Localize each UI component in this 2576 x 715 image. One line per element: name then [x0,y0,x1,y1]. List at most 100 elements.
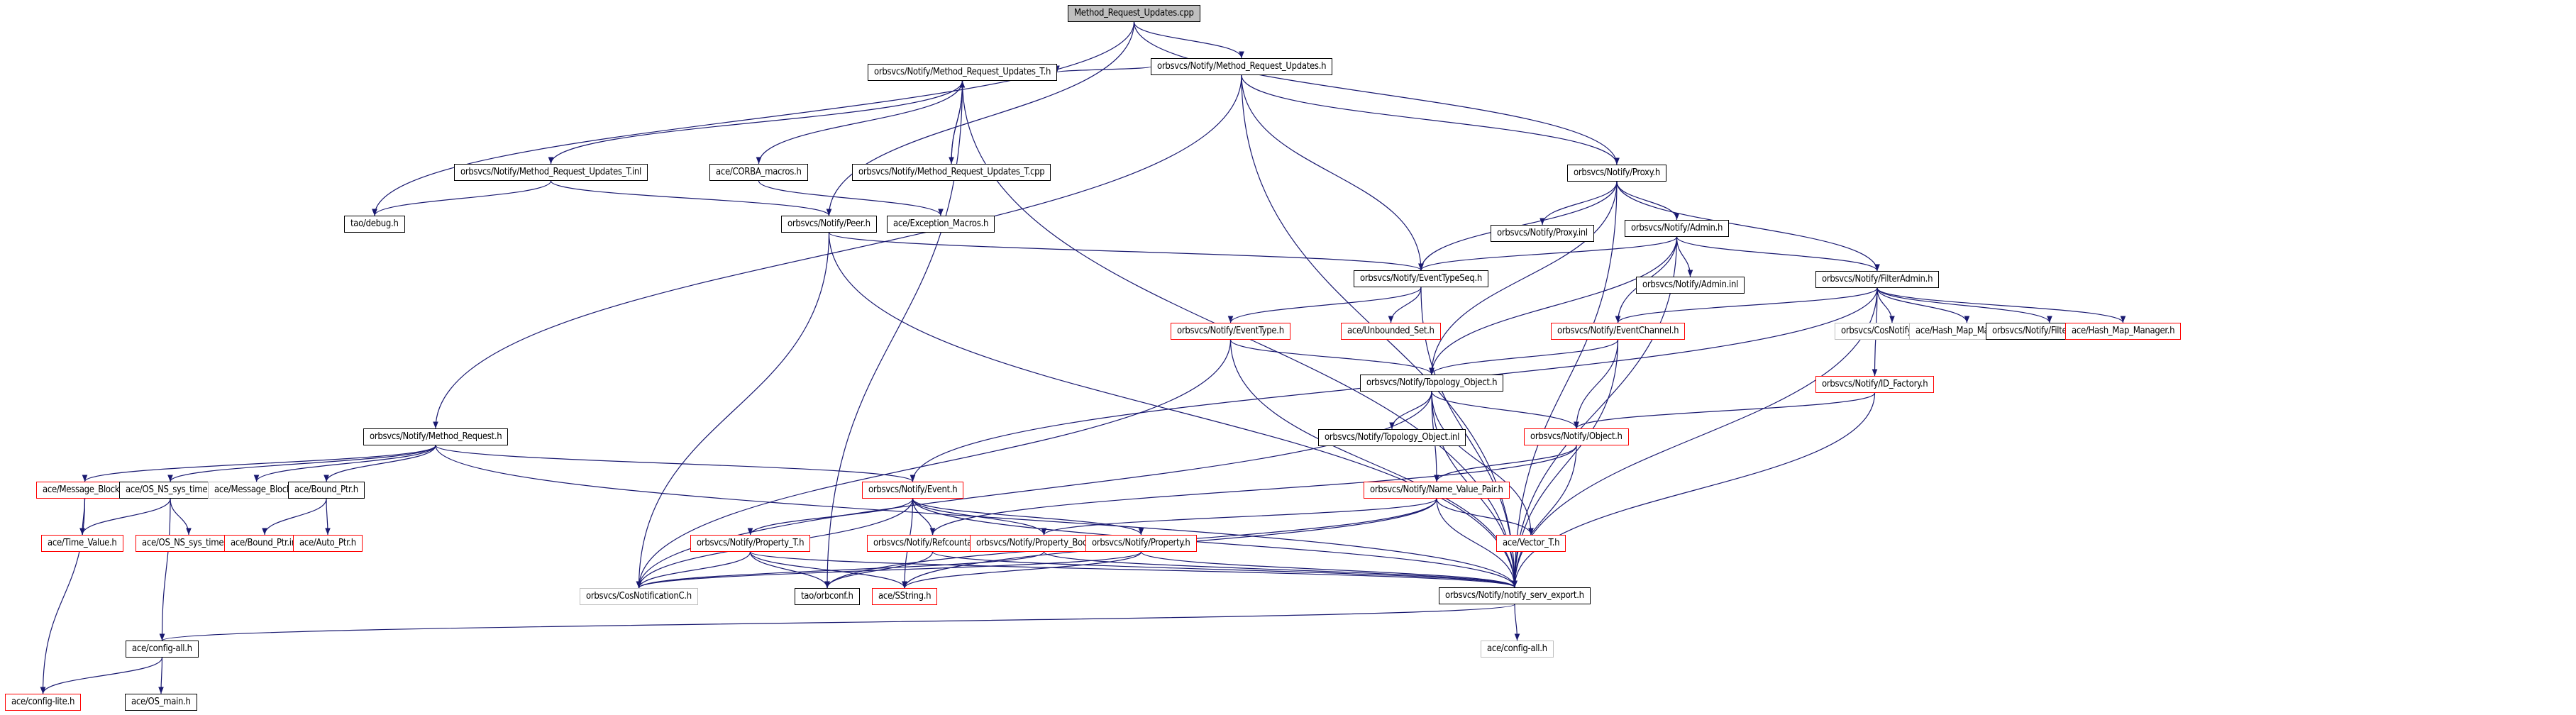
edge-n4-n8 [758,180,944,216]
graph-node[interactable]: orbsvcs/Notify/Property_T.h [690,535,811,552]
edge-n3-n6 [372,180,552,216]
graph-node[interactable]: ace/config-lite.h [5,694,82,711]
edge-n13-n45 [1512,287,1878,588]
graph-node[interactable]: ace/OS_main.h [125,694,197,711]
edge-n25-n45 [1512,445,1577,588]
graph-node[interactable]: ace/Hash_Map_Manager.h [2065,323,2182,340]
edge-n13-n20 [1876,287,2052,323]
graph-node[interactable]: tao/orbconf.h [795,588,860,605]
edge-n46-n49 [158,657,164,694]
edge-n23-n33 [1431,391,1534,536]
graph-node[interactable]: orbsvcs/Notify/Method_Request_Updates.h [1151,58,1333,75]
graph-node[interactable]: orbsvcs/Notify/Name_Value_Pair.h [1364,482,1510,499]
graph-node[interactable]: orbsvcs/Notify/EventTypeSeq.h [1354,270,1488,287]
graph-node[interactable]: orbsvcs/Notify/Object.h [1524,428,1629,445]
edge-n0-n7 [826,21,1135,216]
edge-n45-n46 [160,604,1515,641]
edge-n29-n35 [170,498,192,536]
edge-n11-n13 [1676,236,1880,272]
edge-n23-n24 [1389,391,1432,430]
edge-n3-n7 [550,180,832,216]
graph-node[interactable]: orbsvcs/Notify/EventChannel.h [1551,323,1686,340]
edge-n41-n42 [636,551,1142,589]
edge-n40-n45 [1043,551,1518,588]
edge-n45-n47 [1514,604,1520,641]
graph-node[interactable]: orbsvcs/Notify/Proxy.inl [1491,225,1594,242]
edge-n9-n10 [1539,181,1618,226]
graph-node[interactable]: ace/Unbounded_Set.h [1341,323,1441,340]
edge-n0-n9 [1133,21,1620,165]
edge-n13-n19 [1876,287,1970,323]
graph-node[interactable]: ace/Vector_T.h [1496,535,1566,552]
edge-n15-n23 [1229,339,1435,375]
graph-node[interactable]: Method_Request_Updates.cpp [1068,5,1200,22]
graph-node[interactable]: ace/Bound_Ptr.h [288,482,365,499]
edge-n9-n11 [1616,181,1680,221]
graph-node[interactable]: orbsvcs/Notify/Method_Request.h [363,428,509,445]
edge-n7-n42 [636,232,830,589]
graph-node[interactable]: tao/debug.h [344,216,405,233]
graph-node[interactable]: orbsvcs/CosNotificationC.h [580,588,698,605]
graph-node[interactable]: orbsvcs/Notify/notify_serv_export.h [1439,587,1591,604]
graph-node[interactable]: orbsvcs/Notify/Method_Request_Updates_T.… [852,164,1051,181]
edge-n32-n38 [747,498,914,536]
edge-n26-n28 [82,445,436,482]
edge-n0-n1 [1133,21,1244,59]
edge-n26-n31 [324,445,436,482]
graph-node[interactable]: orbsvcs/Notify/Topology_Object.h [1360,375,1504,392]
graph-node[interactable]: orbsvcs/Notify/Topology_Object.inl [1318,429,1466,446]
edge-n26-n30 [253,445,436,482]
edge-n13-n17 [1615,287,1878,323]
edge-n27-n40 [1041,498,1437,536]
edge-n46-n48 [40,657,163,694]
edge-n28-n48 [40,498,86,694]
edge-n7-n45 [828,232,1518,588]
edge-n41-n44 [902,551,1142,589]
graph-node[interactable]: ace/Auto_Ptr.h [293,535,363,552]
edge-n1-n14 [1241,74,1424,271]
graph-node[interactable]: orbsvcs/Notify/Property.h [1085,535,1197,552]
edge-n32-n39 [912,498,936,536]
edge-n29-n46 [159,498,171,641]
graph-node[interactable]: orbsvcs/Notify/ID_Factory.h [1815,376,1935,393]
edge-n22-n25 [1574,392,1876,429]
graph-node[interactable]: ace/Exception_Macros.h [887,216,995,233]
edge-n9-n45 [1512,181,1618,588]
edge-n11-n12 [1676,236,1693,277]
edge-n13-n18 [1876,287,1895,323]
edge-n26-n32 [435,445,916,482]
graph-node[interactable]: ace/OS_NS_sys_time.h [119,482,221,499]
graph-node[interactable]: orbsvcs/Notify/Peer.h [781,216,877,233]
graph-node[interactable]: orbsvcs/Notify/Method_Request_Updates_T.… [454,164,648,181]
edge-n2-n43 [824,80,963,589]
edge-n7-n14 [828,232,1424,271]
graph-node[interactable]: ace/config-all.h [1481,641,1554,658]
graph-node[interactable]: orbsvcs/Notify/EventType.h [1171,323,1290,340]
graph-node[interactable]: orbsvcs/Notify/Admin.inl [1636,277,1745,294]
edge-n38-n45 [749,551,1518,588]
edge-n32-n41 [912,498,1144,536]
edge-n26-n29 [167,445,436,482]
graph-node[interactable]: ace/config-all.h [126,641,199,658]
graph-node[interactable]: orbsvcs/Notify/Proxy.h [1567,165,1666,182]
graph-node[interactable]: orbsvcs/Notify/Event.h [862,482,964,499]
graph-node[interactable]: ace/Message_Block.h [36,482,133,499]
edge-n1-n26 [433,74,1242,429]
graph-node[interactable]: orbsvcs/Notify/Admin.h [1625,220,1730,237]
edge-n9-n13 [1616,181,1880,272]
edge-n2-n4 [756,80,963,165]
graph-node[interactable]: orbsvcs/Notify/FilterAdmin.h [1815,271,1940,288]
edge-n14-n45 [1420,287,1518,588]
edge-n38-n44 [749,551,907,589]
edge-n41-n45 [1140,551,1518,588]
edge-n31-n37 [325,498,331,536]
graph-node[interactable]: ace/Time_Value.h [41,535,123,552]
edge-n17-n23 [1429,339,1619,375]
edge-n27-n33 [1436,498,1534,536]
graph-node[interactable]: ace/OS_NS_sys_time.inl [136,535,242,552]
graph-node[interactable]: ace/CORBA_macros.h [709,164,808,181]
graph-node[interactable]: ace/SString.h [872,588,938,605]
graph-node[interactable]: orbsvcs/Notify/Method_Request_Updates_T.… [868,64,1058,81]
